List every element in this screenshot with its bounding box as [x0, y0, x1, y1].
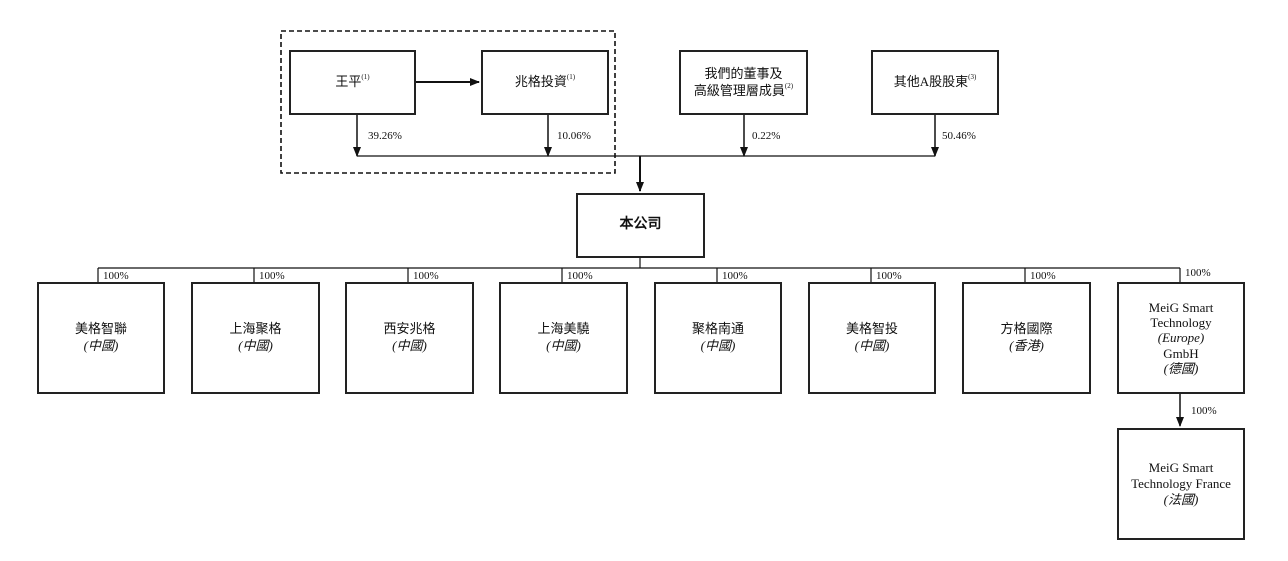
footnote-ref: (1) — [361, 73, 370, 82]
subsidiary-pct-1: 100% — [103, 270, 129, 282]
shareholding-pct-3: 0.22% — [752, 130, 781, 142]
shareholder-box-wang-ping: 王平(1) — [289, 50, 416, 115]
company-name: 本公司 — [619, 217, 662, 233]
subsidiary-box-4: 上海美驍 (中國) — [499, 282, 628, 394]
subsidiary-box-2: 上海聚格 (中國) — [191, 282, 320, 394]
subsidiary-name-line3: (Europe) — [1157, 330, 1205, 346]
sub-subsidiary-name-line2: Technology France — [1131, 475, 1231, 491]
subsidiary-pct-3: 100% — [413, 270, 439, 282]
subsidiary-box-5: 聚格南通 (中國) — [654, 282, 782, 394]
footnote-ref: (3) — [968, 73, 977, 82]
subsidiary-name-line4: GmbH — [1163, 345, 1199, 361]
sub-subsidiary-pct: 100% — [1191, 405, 1217, 417]
shareholder-box-zhaoge-investment: 兆格投資(1) — [481, 50, 609, 115]
subsidiary-name: 方格國際 — [1000, 321, 1053, 337]
subsidiary-box-6: 美格智投 (中國) — [808, 282, 936, 394]
shareholder-box-directors-management: 我們的董事及 高級管理層成員(2) — [679, 50, 808, 115]
shareholding-pct-4: 50.46% — [942, 130, 976, 142]
sub-subsidiary-region: (法國) — [1163, 492, 1199, 508]
subsidiary-region: (德國) — [1163, 360, 1199, 376]
subsidiary-pct-6: 100% — [876, 270, 902, 282]
subsidiary-pct-5: 100% — [722, 270, 748, 282]
shareholder-box-other-a-share: 其他A股股東(3) — [871, 50, 999, 115]
subsidiary-name: 西安兆格 — [383, 321, 436, 337]
footnote-ref: (1) — [566, 73, 576, 82]
subsidiary-name: 美格智聯 — [74, 321, 127, 337]
concert-party-dashed-frame — [280, 30, 616, 174]
subsidiary-name: 上海美驍 — [537, 321, 590, 337]
company-box: 本公司 — [576, 193, 705, 258]
subsidiary-pct-8: 100% — [1185, 267, 1211, 279]
subsidiary-pct-7: 100% — [1030, 270, 1056, 282]
subsidiary-name-line2: Technology — [1150, 315, 1212, 330]
subsidiary-region: (中國) — [83, 338, 119, 353]
shareholder-name: 王平 — [335, 74, 362, 90]
subsidiary-region: (中國) — [238, 338, 273, 353]
subsidiary-pct-4: 100% — [567, 270, 593, 282]
subsidiary-name: 美格智投 — [845, 321, 898, 337]
subsidiary-region: (香港) — [1009, 338, 1044, 353]
sub-subsidiary-name-line1: MeiG Smart — [1148, 459, 1214, 475]
subsidiary-name: 聚格南通 — [691, 321, 744, 337]
subsidiary-name: 上海聚格 — [229, 321, 282, 337]
subsidiary-box-7: 方格國際 (香港) — [962, 282, 1091, 394]
shareholder-name-line1: 我們的董事及 — [704, 65, 783, 81]
shareholding-pct-1: 39.26% — [368, 130, 402, 142]
shareholder-name-line2: 高級管理層成員 — [693, 82, 785, 98]
subsidiary-region: (中國) — [392, 338, 427, 353]
subsidiary-region: (中國) — [700, 338, 736, 353]
subsidiary-name-line1: MeiG Smart — [1148, 299, 1214, 315]
subsidiary-box-3: 西安兆格 (中國) — [345, 282, 474, 394]
shareholder-name: 兆格投資 — [514, 74, 567, 90]
shareholder-name: 其他A股股東 — [893, 74, 969, 90]
subsidiary-region: (中國) — [546, 338, 581, 353]
subsidiary-region: (中國) — [854, 338, 890, 353]
footnote-ref: (2) — [784, 81, 794, 90]
sub-subsidiary-box: MeiG Smart Technology France (法國) — [1117, 428, 1245, 540]
subsidiary-pct-2: 100% — [259, 270, 285, 282]
subsidiary-box-8: MeiG Smart Technology (Europe) GmbH (德國) — [1117, 282, 1245, 394]
shareholding-pct-2: 10.06% — [557, 130, 591, 142]
subsidiary-box-1: 美格智聯 (中國) — [37, 282, 165, 394]
